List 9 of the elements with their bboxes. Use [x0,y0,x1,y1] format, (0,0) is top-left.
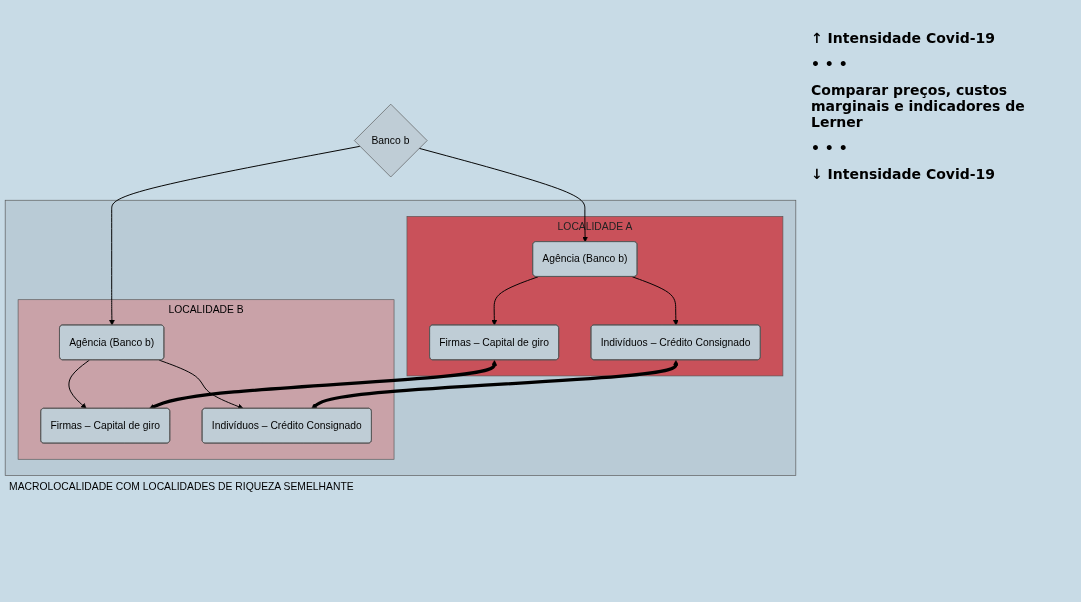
note-text: ↑ Intensidade Covid-19 [811,30,997,46]
arrow [311,360,679,410]
note-text: • • • [811,56,849,72]
cluster [4,200,797,476]
note-text: Comparar preços, custos marginais e indicadores de Lerner [811,82,1026,130]
node-diamond: Banco b [354,104,428,178]
node-label: MACROLOCALIDADE COM LOCALIDADES DE RIQUEZA SEMELHANTE [9,481,354,493]
note-text: ↓ Intensidade Covid-19 [811,166,997,182]
note-text: • • • [811,140,849,156]
